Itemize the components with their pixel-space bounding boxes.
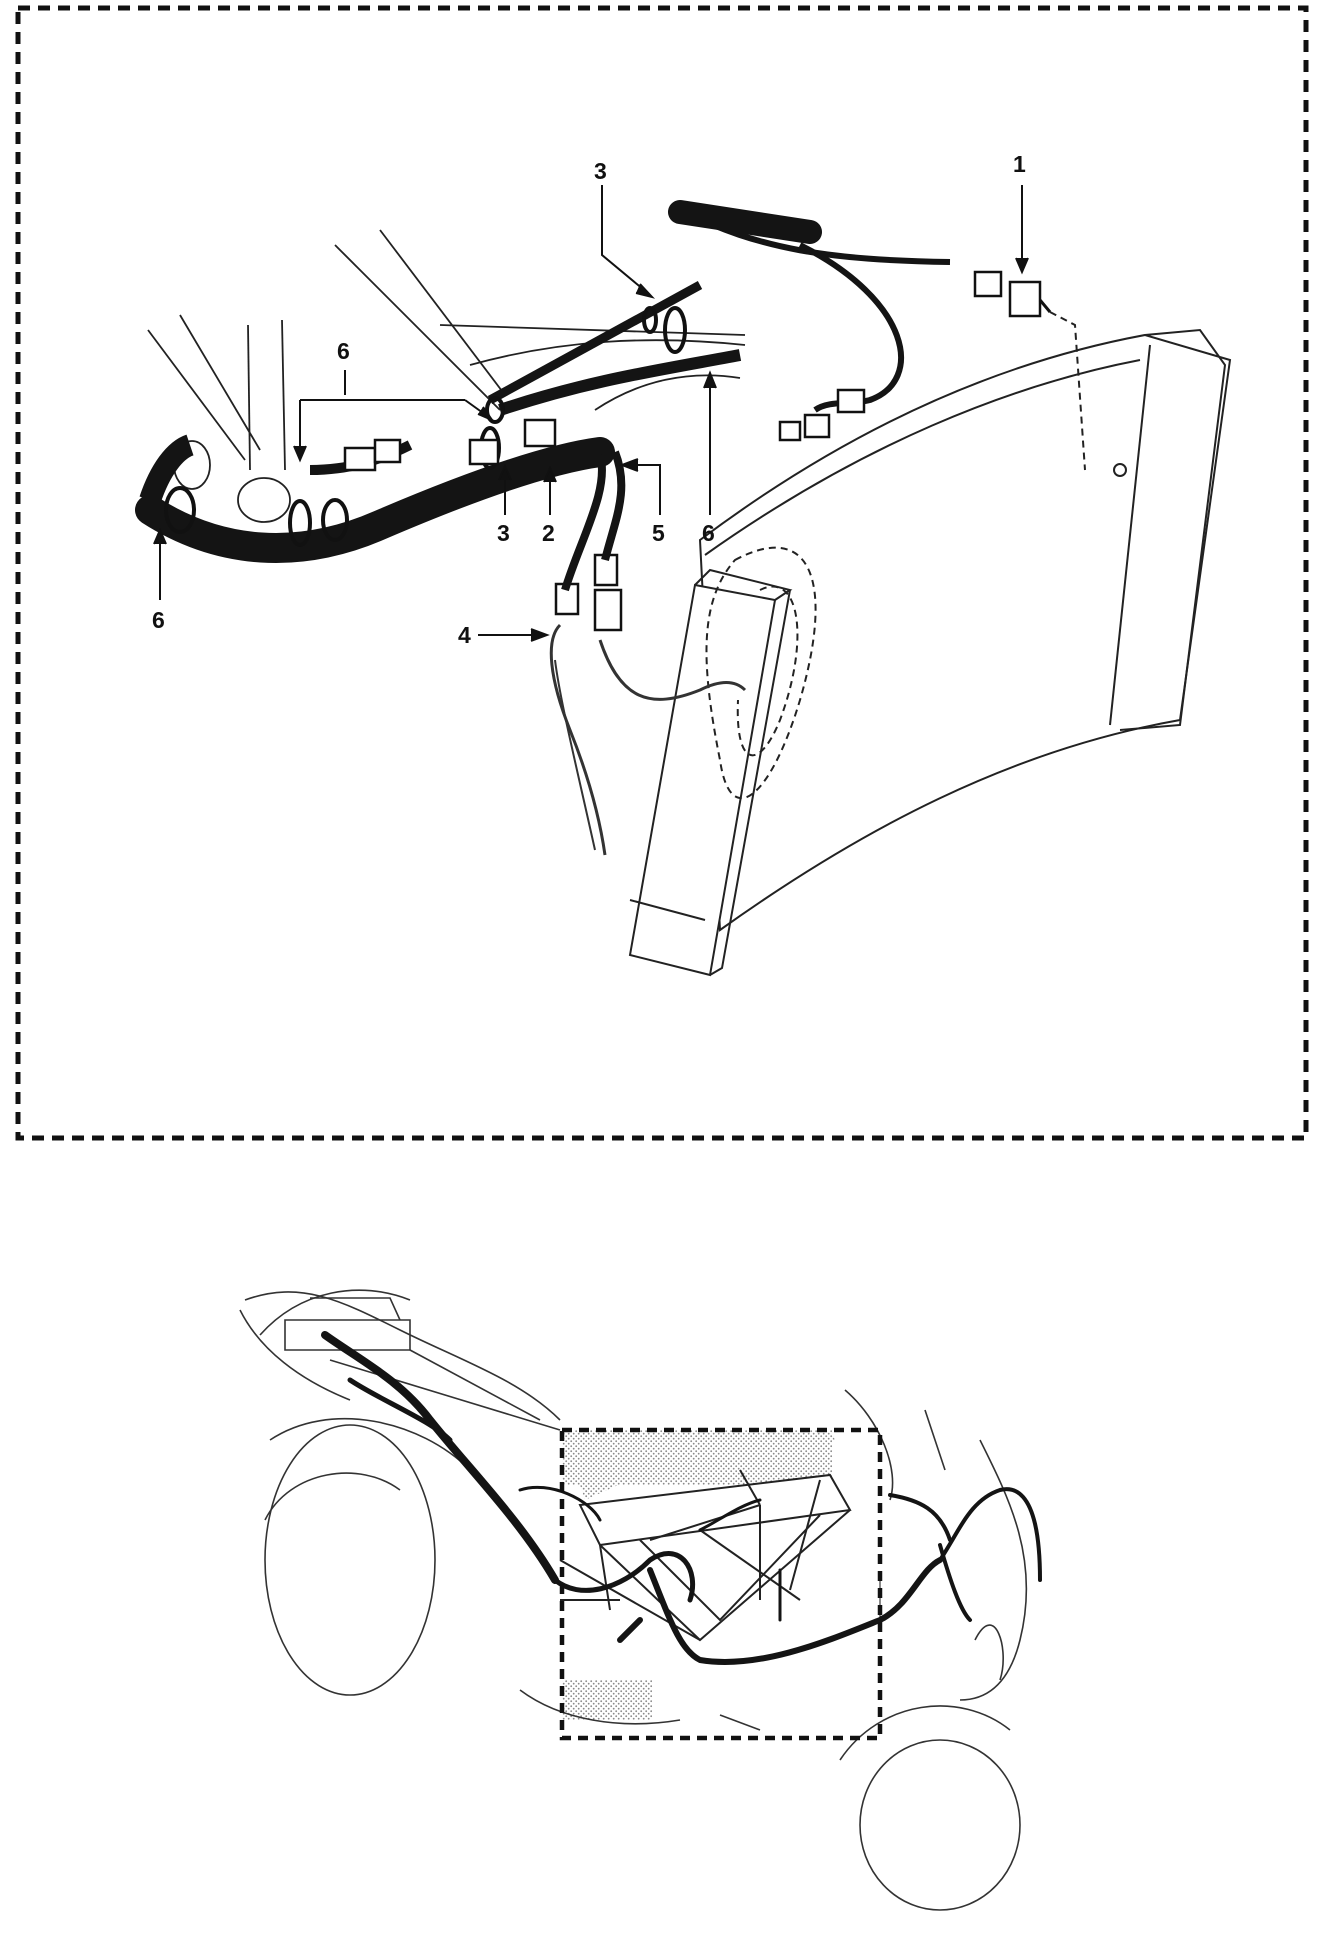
branch-wires — [549, 299, 1127, 856]
callout-2: 2 — [542, 520, 555, 546]
radiator — [628, 328, 1232, 977]
callout-3-bottom: 3 — [497, 520, 510, 546]
frame-lattice — [559, 1469, 852, 1642]
detail-view: 1 3 6 3 2 5 6 6 4 — [15, 5, 1309, 1141]
callout-4: 4 — [458, 622, 471, 648]
callout-6-upper-left: 6 — [337, 338, 350, 364]
detail-frame — [15, 5, 1309, 1141]
overview-view — [239, 1289, 1042, 1911]
overview-detail-box — [559, 1427, 883, 1741]
callout-5: 5 — [652, 520, 665, 546]
callout-1: 1 — [1013, 151, 1026, 177]
overview-harness — [321, 1331, 1042, 1665]
motorcycle-outline — [239, 1289, 1028, 1911]
overview-shading-bottom — [562, 1680, 652, 1720]
callout-3-top: 3 — [594, 158, 607, 184]
cable-clamps — [164, 306, 687, 547]
callout-6-right: 6 — [702, 520, 715, 546]
overview-shading-top — [562, 1430, 832, 1485]
leader-lines — [153, 185, 1029, 642]
callout-6-left: 6 — [152, 607, 165, 633]
